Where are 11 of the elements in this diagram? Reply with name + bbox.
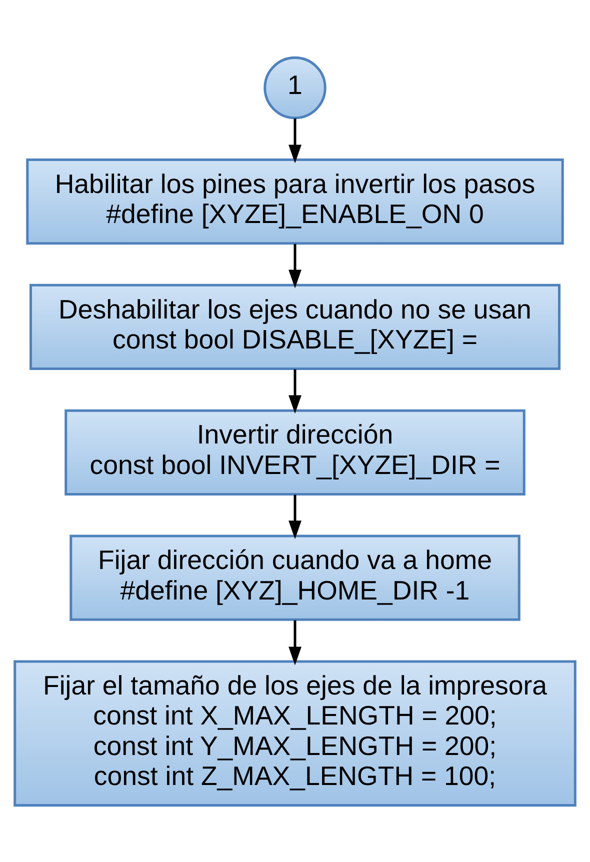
arrow: [288, 368, 302, 414]
arrow: [288, 494, 302, 539]
node-box: Fijar el tamaño de los ejes de la impresora const int X_MAX_LENGTH = 200; const int Y_MAX_LENGTH = 200; const int Z_MAX_LENGTH = 100;: [14, 660, 576, 806]
arrow: [288, 620, 302, 665]
node-circle: 1: [264, 56, 326, 119]
arrow: [288, 243, 302, 288]
node-box: Deshabilitar los ejes cuando no se usan const bool DISABLE_[XYZE] =: [29, 283, 561, 370]
arrow: [288, 118, 302, 163]
node-box: Habilitar los pines para invertir los pasos #define [XYZE]_ENABLE_ON 0: [26, 158, 564, 244]
node-box: Invertir dirección const bool INVERT_[XYZE]_DIR =: [64, 408, 526, 495]
node-box: Fijar dirección cuando va a home #define [XYZ]_HOME_DIR -1: [70, 534, 520, 620]
